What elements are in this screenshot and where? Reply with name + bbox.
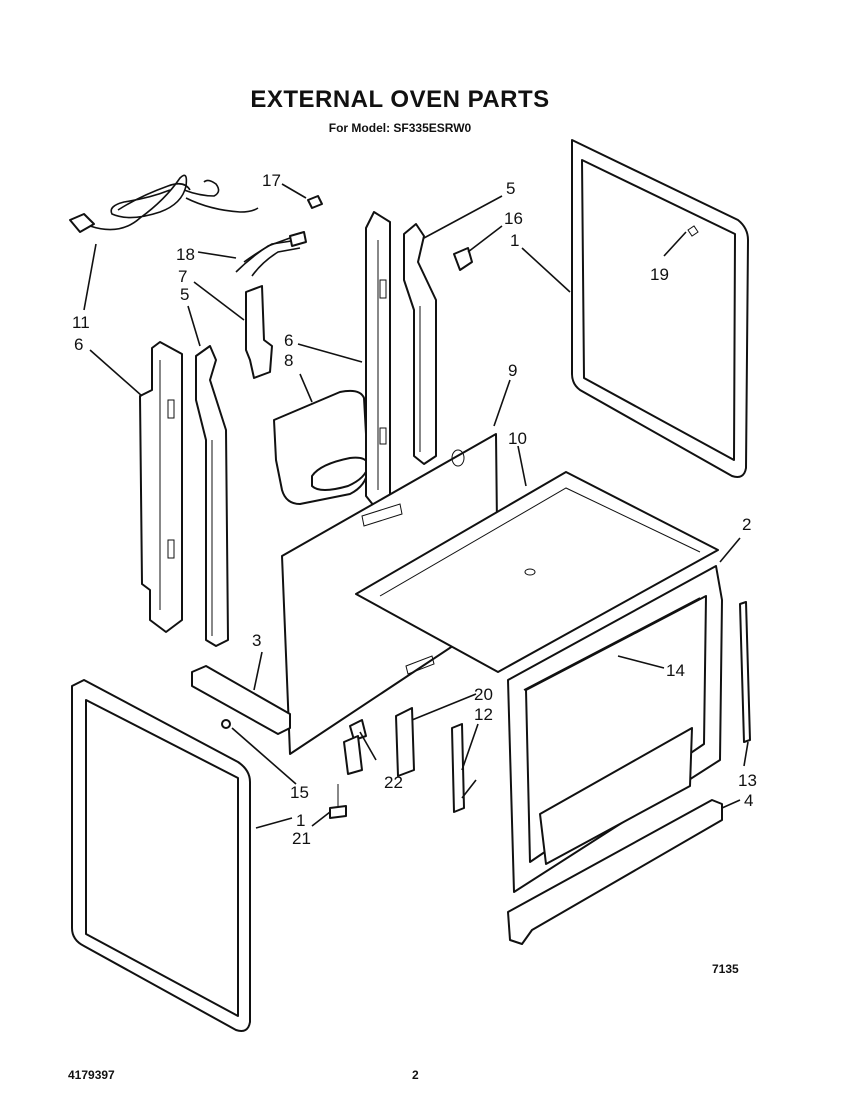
part-13-trim <box>739 601 751 743</box>
callout-16: 16 <box>504 209 523 228</box>
part-side-panel-right <box>571 139 749 478</box>
part-16-cam <box>453 247 473 271</box>
part-5-hinge-left <box>195 345 229 647</box>
part-side-panel-left <box>71 679 251 1032</box>
part-wire-harness <box>235 231 307 277</box>
callout-5-left: 5 <box>180 285 189 304</box>
part-7-bracket <box>245 285 273 379</box>
callout-18: 18 <box>176 245 195 264</box>
callout-9: 9 <box>508 361 517 380</box>
part-12-bracket <box>451 723 477 813</box>
callout-7: 7 <box>178 267 187 286</box>
callout-11: 11 <box>72 313 90 332</box>
part-22-clip <box>343 719 367 775</box>
part-14-strip <box>523 597 701 691</box>
part-20-plate <box>395 707 415 777</box>
callout-19: 19 <box>650 265 669 284</box>
callout-15: 15 <box>290 783 309 802</box>
callout-8: 8 <box>284 351 293 370</box>
callout-20: 20 <box>474 685 493 704</box>
callout-1-left: 1 <box>296 811 305 830</box>
part-21-leveling-leg <box>329 784 347 819</box>
callout-14: 14 <box>666 661 685 680</box>
callout-4: 4 <box>744 791 753 810</box>
part-6-channel-right <box>365 211 391 507</box>
part-5-hinge-right <box>403 223 437 465</box>
callout-17: 17 <box>262 171 281 190</box>
document-number: 4179397 <box>68 1068 115 1082</box>
callout-6-left: 6 <box>74 335 83 354</box>
page-number: 2 <box>412 1068 419 1082</box>
part-4-kick-plate <box>507 799 723 945</box>
part-top-panel <box>355 471 719 673</box>
callout-10: 10 <box>508 429 527 448</box>
callout-21: 21 <box>292 829 311 848</box>
callout-labels: 17 5 16 1 19 18 7 5 11 6 6 8 9 10 2 3 14… <box>72 171 757 848</box>
part-6-channel-left <box>139 341 183 633</box>
part-15-screw <box>221 719 231 729</box>
part-17-clip <box>307 195 323 209</box>
callout-22: 22 <box>384 773 403 792</box>
page-title: EXTERNAL OVEN PARTS <box>250 86 550 113</box>
part-front-frame <box>507 565 723 893</box>
part-vent-duct <box>273 389 369 505</box>
callout-6-right: 6 <box>284 331 293 350</box>
callout-2: 2 <box>742 515 751 534</box>
callout-3: 3 <box>252 631 261 650</box>
part-power-cord <box>69 174 259 233</box>
callout-5-right: 5 <box>506 179 515 198</box>
model-subtitle: For Model: SF335ESRW0 <box>328 121 472 135</box>
callout-1-right: 1 <box>510 231 519 250</box>
callout-12: 12 <box>474 705 493 724</box>
part-3-bottom-rail <box>191 665 291 735</box>
callout-13: 13 <box>738 771 757 790</box>
diagram-code: 7135 <box>712 962 739 976</box>
leader-lines <box>83 183 749 829</box>
